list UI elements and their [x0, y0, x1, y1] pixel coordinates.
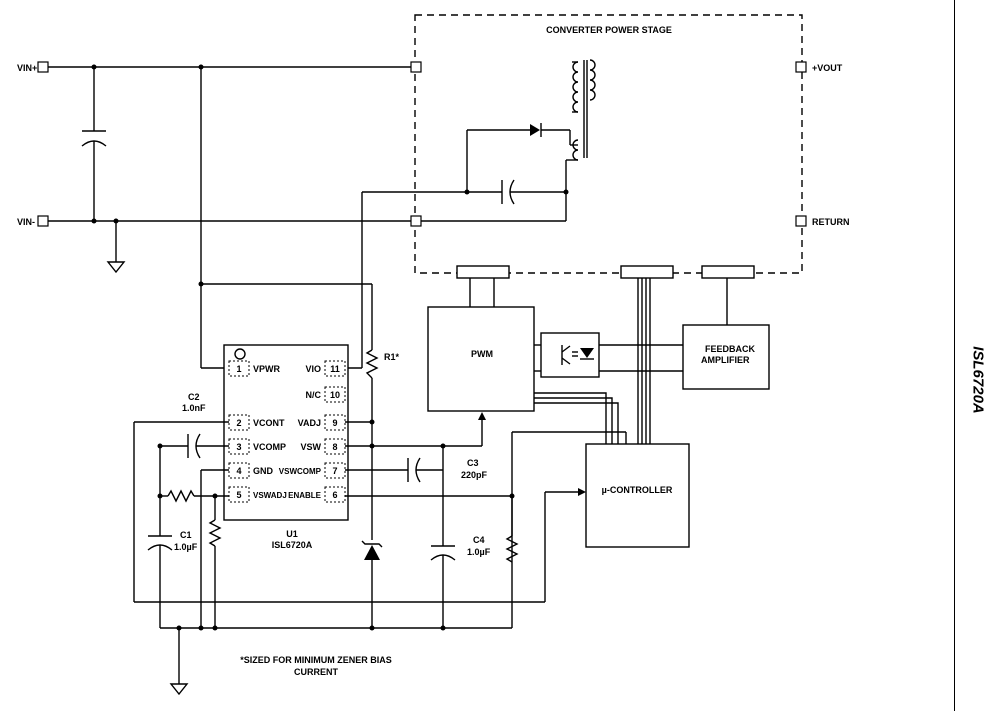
ic-pin-1: 1 VPWR [228, 360, 281, 377]
gnd-wiring [200, 469, 229, 628]
controller-bus [534, 278, 651, 444]
vin-minus-rail [37, 215, 422, 227]
footnote-line1: *SIZED FOR MINIMUM ZENER BIAS [240, 655, 392, 665]
ic-pin-9: 9 VADJ [298, 414, 346, 431]
vswadj-pulldown-resistor [208, 496, 222, 628]
optocoupler [540, 332, 600, 378]
ground-icon-bottom [169, 628, 189, 696]
ic-pin-11: 11 VIO [305, 360, 346, 377]
footnote-line2: CURRENT [294, 667, 339, 677]
opto-wiring [534, 344, 683, 372]
ic-ref-label: U1 [286, 529, 298, 539]
c4-value-label: 1.0µF [467, 547, 491, 557]
c3-capacitor [345, 457, 443, 483]
feedback-amplifier-block [682, 324, 770, 390]
svg-text:4: 4 [236, 466, 241, 476]
ic-pin-10: 10 N/C [306, 386, 346, 403]
svg-text:7: 7 [332, 466, 337, 476]
pwm-block [427, 306, 535, 412]
ic-pin-2: 2 VCONT [228, 414, 285, 431]
feedback-connector [701, 265, 755, 279]
ic-pin-4: 4 GND [228, 462, 274, 479]
vcont-wiring [133, 421, 586, 603]
svg-text:3: 3 [236, 442, 241, 452]
vin-plus-label: VIN+ [17, 63, 37, 73]
vswadj-resistor [160, 489, 229, 503]
vin-minus-label: VIN- [17, 217, 35, 227]
vout-label: +VOUT [812, 63, 843, 73]
c4-ref-label: C4 [473, 535, 485, 545]
svg-text:VSW: VSW [300, 442, 321, 452]
return-terminal [795, 215, 807, 227]
c2-ref-label: C2 [188, 392, 200, 402]
ic-pin-7: 7 VSWCOMP [279, 462, 346, 479]
c3-value-label: 220pF [461, 470, 488, 480]
vsw-wiring [345, 412, 486, 449]
svg-text:6: 6 [332, 490, 337, 500]
svg-text:VPWR: VPWR [253, 364, 281, 374]
zener-diode [361, 540, 383, 628]
svg-text:VIO: VIO [305, 364, 321, 374]
ic-pin1-marker [234, 348, 246, 360]
power-stage-title: CONVERTER POWER STAGE [546, 25, 672, 35]
c2-capacitor [157, 433, 229, 459]
vin-plus-rail [37, 61, 422, 73]
vadj-wiring [345, 419, 375, 425]
pwm-connector-wiring [469, 278, 495, 307]
feedback-label-1: FEEDBACK [705, 344, 756, 354]
svg-text:VSWADJ: VSWADJ [253, 491, 287, 500]
svg-text:VSWCOMP: VSWCOMP [279, 467, 322, 476]
microcontroller-block [585, 443, 690, 548]
power-stage-box [414, 14, 803, 274]
svg-text:1: 1 [236, 364, 241, 374]
svg-text:GND: GND [253, 466, 274, 476]
ic-pin-3: 3 VCOMP [228, 438, 286, 455]
svg-text:VADJ: VADJ [298, 418, 321, 428]
c1-ref-label: C1 [180, 530, 192, 540]
side-title-text: ISL6720A [969, 346, 986, 414]
svg-text:8: 8 [332, 442, 337, 452]
c4-capacitor [430, 446, 456, 628]
svg-text:VCONT: VCONT [253, 418, 285, 428]
c1-value-label: 1.0µF [174, 542, 198, 552]
vout-terminal [795, 61, 807, 73]
svg-text:5: 5 [236, 490, 241, 500]
c2-value-label: 1.0nF [182, 403, 206, 413]
pwm-label: PWM [471, 349, 493, 359]
enable-wiring [345, 493, 519, 563]
svg-text:N/C: N/C [306, 390, 322, 400]
feedback-label-2: AMPLIFIER [701, 355, 750, 365]
transformer [572, 59, 596, 161]
pwm-connector [456, 265, 510, 279]
svg-text:11: 11 [330, 364, 340, 374]
ic-pin-6: 6 ENABLE [288, 486, 346, 503]
ic-pin-8: 8 VSW [300, 438, 346, 455]
input-capacitor [81, 67, 107, 221]
controller-connector [620, 265, 674, 279]
vio-wiring [345, 192, 363, 369]
side-title-bar: ISL6720A [954, 0, 1000, 711]
r1-resistor [365, 349, 379, 379]
ic-part-label: ISL6720A [272, 540, 313, 550]
return-label: RETURN [812, 217, 850, 227]
output-diode [466, 123, 578, 192]
svg-text:2: 2 [236, 418, 241, 428]
schematic-diagram: CONVERTER POWER STAGE VIN+ VIN- [17, 14, 850, 696]
svg-text:ENABLE: ENABLE [288, 491, 322, 500]
snubber-capacitor [362, 159, 578, 222]
optocoupler-icon [561, 345, 594, 365]
r1-label: R1* [384, 352, 400, 362]
svg-text:9: 9 [332, 418, 337, 428]
ic-pin-5: 5 VSWADJ [228, 486, 287, 503]
ground-icon [106, 221, 126, 274]
microcontroller-label: µ-CONTROLLER [602, 485, 673, 495]
c3-ref-label: C3 [467, 458, 479, 468]
c1-capacitor [147, 446, 173, 628]
svg-text:VCOMP: VCOMP [253, 442, 286, 452]
svg-text:10: 10 [330, 390, 340, 400]
